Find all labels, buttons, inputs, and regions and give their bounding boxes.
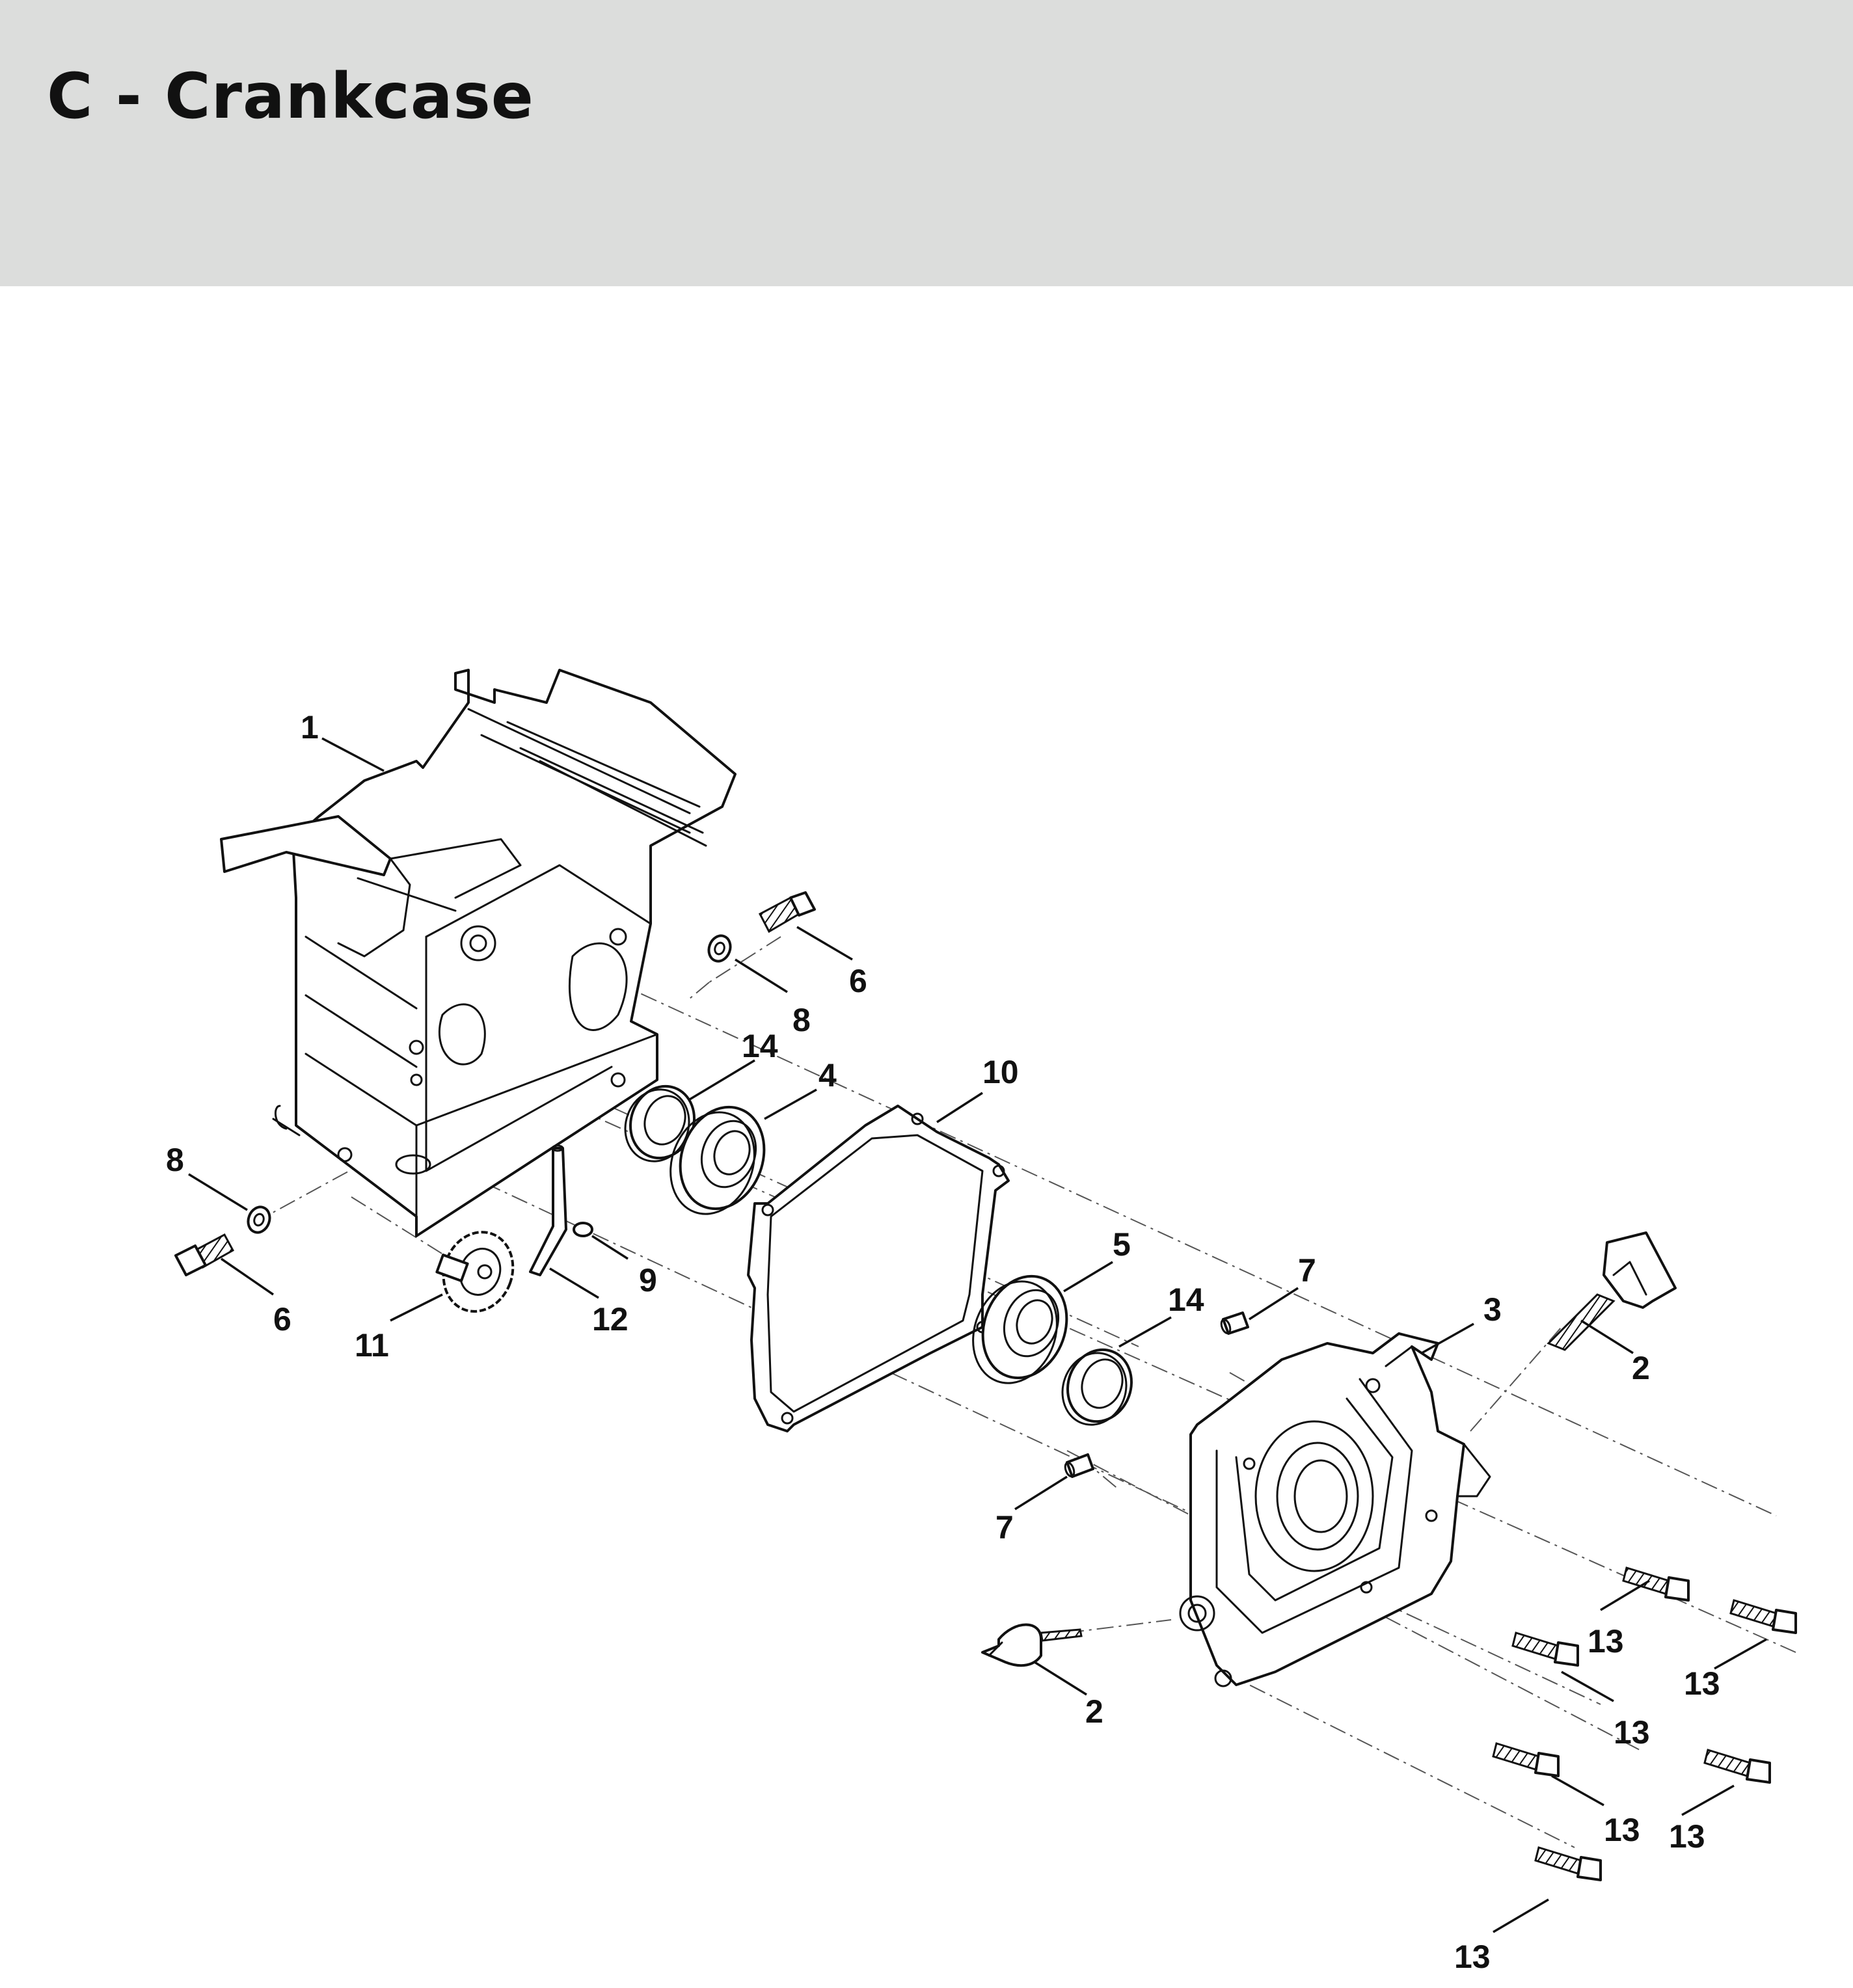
callout-13-e: 13 bbox=[1604, 1812, 1640, 1848]
washer-lower bbox=[247, 1205, 271, 1234]
callout-2-lower: 2 bbox=[1085, 1693, 1103, 1730]
drain-plug-lower bbox=[174, 1233, 235, 1276]
callout-7-upper: 7 bbox=[1298, 1252, 1316, 1289]
page-header: C - Crankcase bbox=[0, 0, 1853, 286]
bolt-13-b bbox=[1729, 1599, 1797, 1634]
crankcase-cover bbox=[1179, 1332, 1491, 1687]
callout-13-d: 13 bbox=[1669, 1818, 1705, 1855]
crankcase-housing bbox=[220, 669, 737, 1237]
dowel-pin-upper bbox=[1220, 1311, 1249, 1335]
callout-5: 5 bbox=[1113, 1226, 1131, 1263]
callout-6-upper: 6 bbox=[849, 963, 867, 999]
callout-12: 12 bbox=[592, 1301, 629, 1337]
callout-8-lower: 8 bbox=[166, 1142, 184, 1178]
dipstick-upper bbox=[1547, 1231, 1677, 1351]
callout-13-b: 13 bbox=[1684, 1665, 1720, 1702]
leader-lines bbox=[188, 737, 1767, 1933]
bolt-13-f bbox=[1534, 1846, 1602, 1881]
bolt-13-d bbox=[1703, 1749, 1771, 1784]
governor-shaft bbox=[529, 1144, 567, 1276]
oil-seal-right bbox=[1061, 1348, 1133, 1426]
callout-13-f: 13 bbox=[1454, 1939, 1491, 1975]
callout-3: 3 bbox=[1483, 1291, 1502, 1328]
callout-13-a: 13 bbox=[1588, 1623, 1624, 1659]
bolt-13-a bbox=[1622, 1566, 1690, 1602]
ball-bearing-5 bbox=[972, 1274, 1068, 1384]
callout-10: 10 bbox=[982, 1054, 1019, 1090]
bolt-13-e bbox=[1492, 1742, 1560, 1777]
callout-7-lower: 7 bbox=[995, 1509, 1014, 1546]
callout-2-upper: 2 bbox=[1632, 1350, 1650, 1386]
callout-1: 1 bbox=[301, 709, 319, 746]
callout-14-left: 14 bbox=[742, 1028, 778, 1064]
callout-4: 4 bbox=[818, 1057, 837, 1094]
o-ring-9 bbox=[573, 1222, 593, 1237]
dowel-pin-lower bbox=[1064, 1453, 1094, 1478]
governor-gear bbox=[435, 1231, 515, 1313]
callout-13-c: 13 bbox=[1614, 1714, 1650, 1751]
callout-labels: 1 6 8 14 4 10 8 6 11 12 9 5 14 7 3 2 7 2… bbox=[166, 709, 1720, 1975]
drain-plug-upper bbox=[758, 891, 816, 934]
callout-8-upper: 8 bbox=[792, 1002, 811, 1038]
callout-11: 11 bbox=[355, 1327, 389, 1363]
gasket bbox=[747, 1105, 1010, 1432]
callout-9: 9 bbox=[639, 1262, 657, 1298]
callout-6-lower: 6 bbox=[273, 1301, 291, 1337]
ball-bearing-4 bbox=[670, 1105, 766, 1215]
bolt-13-c bbox=[1511, 1632, 1579, 1667]
washer-upper bbox=[707, 934, 732, 963]
page-title: C - Crankcase bbox=[47, 60, 534, 133]
dipstick-lower bbox=[981, 1623, 1083, 1667]
callout-14-right: 14 bbox=[1168, 1282, 1204, 1318]
